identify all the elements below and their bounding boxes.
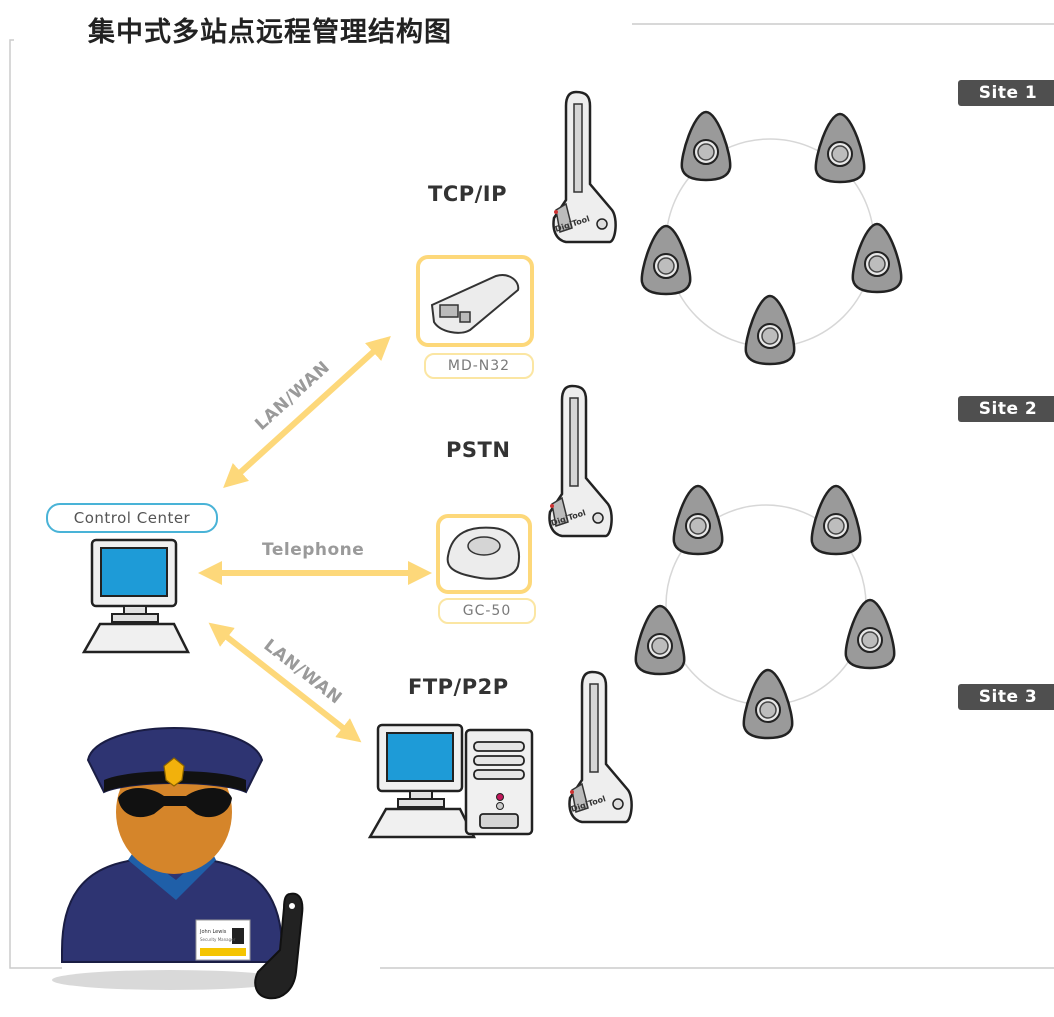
md-n32-device	[416, 255, 534, 347]
badge-name: John Lewis	[199, 929, 227, 935]
checkpoint-icon	[680, 110, 732, 182]
link-label-telephone: Telephone	[262, 540, 365, 560]
checkpoint-icon	[672, 484, 724, 556]
protocol-tcp-ip: TCP/IP	[428, 182, 508, 206]
frame-lines	[9, 23, 1054, 969]
device-label-md-n32: MD-N32	[424, 353, 534, 379]
checkpoint-icon	[851, 222, 903, 294]
handheld-reader-icon	[254, 892, 304, 1000]
security-guard-illustration: John Lewis Security Manager	[52, 726, 288, 990]
checkpoint-icon	[640, 224, 692, 296]
control-center-label: Control Center	[46, 503, 218, 533]
checkpoint-icon	[810, 484, 862, 556]
site-tab-1: Site 1	[958, 80, 1054, 106]
control-center-computer	[82, 538, 190, 654]
lan-wan-arrow-bottom	[208, 622, 362, 743]
ftp-p2p-computer	[368, 723, 534, 839]
device-label-gc-50: GC-50	[438, 598, 536, 624]
checkpoint-icon	[744, 294, 796, 366]
lan-wan-arrow-top	[223, 335, 391, 489]
site-tab-2: Site 2	[958, 396, 1054, 422]
checkpoint-icon	[742, 668, 794, 740]
gc-50-device	[436, 514, 532, 594]
diagram-title: 集中式多站点远程管理结构图	[88, 17, 452, 48]
patrol-ring-site-2	[634, 484, 896, 740]
site-tab-3: Site 3	[958, 684, 1054, 710]
badge-role: Security Manager	[200, 937, 236, 942]
checkpoint-icon	[634, 604, 686, 676]
checkpoint-icon	[814, 112, 866, 184]
protocol-pstn: PSTN	[446, 438, 511, 462]
patrol-ring-site-1	[640, 110, 903, 366]
protocol-ftp-p2p: FTP/P2P	[408, 675, 509, 699]
checkpoint-icon	[844, 598, 896, 670]
